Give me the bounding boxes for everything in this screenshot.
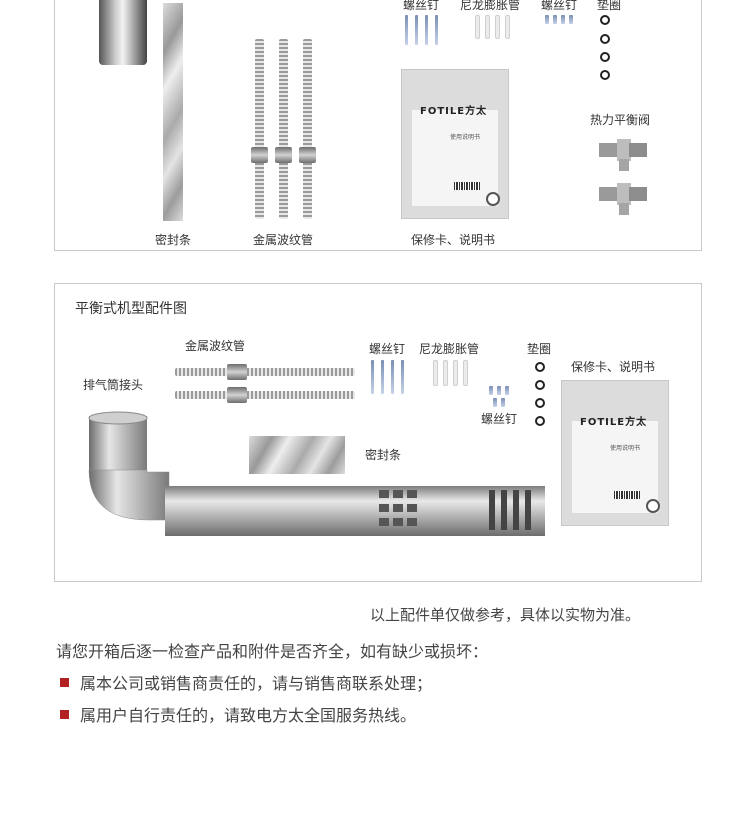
- barcode-icon: [614, 491, 640, 499]
- screw-image: [371, 360, 374, 394]
- small-screw-image: [553, 15, 557, 24]
- metal-hose-image: [175, 368, 355, 376]
- nylon-anchor-label: 尼龙膨胀管: [419, 342, 480, 356]
- small-screw-image: [545, 15, 549, 24]
- small-screw-image: [489, 386, 493, 395]
- screw-image: [401, 360, 404, 394]
- nylon-anchor-image: [495, 15, 500, 39]
- gasket-label: 垫圈: [527, 342, 552, 356]
- nylon-anchor-image: [443, 360, 448, 386]
- manual-title: 使用说明书: [610, 445, 641, 452]
- gasket-label: 垫圈: [597, 0, 622, 12]
- nylon-anchor-image: [505, 15, 510, 39]
- gasket-icon: [600, 15, 610, 25]
- warranty-manual-label: 保修卡、说明书: [411, 233, 496, 247]
- metal-hose-image: [279, 39, 288, 219]
- certification-seal-icon: [646, 499, 660, 513]
- metal-hose-label: 金属波纹管: [253, 233, 314, 247]
- screw-image: [381, 360, 384, 394]
- metal-hose-image: [175, 391, 355, 399]
- screw-image: [391, 360, 394, 394]
- seal-strip-image: [163, 3, 183, 221]
- screw-image: [415, 15, 418, 45]
- hose-nut-image: [251, 147, 268, 163]
- exhaust-joint-label: 排气筒接头: [83, 378, 144, 392]
- exhaust-joint-image: [88, 411, 545, 536]
- responsibility-note-1: 属本公司或销售商责任的，请与销售商联系处理；: [80, 674, 433, 693]
- manual-title: 使用说明书: [450, 134, 481, 141]
- nylon-anchor-image: [475, 15, 480, 39]
- screw-image: [435, 15, 438, 45]
- screw-image: [405, 15, 408, 45]
- small-screw-image: [561, 15, 565, 24]
- panel-title: 平衡式机型配件图: [75, 301, 187, 317]
- responsibility-note-2: 属用户自行责任的，请致电方太全国服务热线。: [80, 706, 417, 725]
- barcode-icon: [454, 182, 480, 190]
- small-screw-image: [569, 15, 573, 24]
- gasket-icon: [535, 362, 545, 372]
- certification-seal-icon: [486, 192, 500, 206]
- thermal-valve-image: [599, 139, 647, 171]
- hose-nut-image: [275, 147, 292, 163]
- small-screw-image: [493, 398, 497, 407]
- screw-label: 螺丝钉: [369, 342, 406, 356]
- gasket-icon: [535, 398, 545, 408]
- warranty-manual-image: FOTILE方太 使用说明书: [561, 380, 669, 526]
- screw-label: 螺丝钉: [403, 0, 440, 12]
- reference-note: 以上配件单仅做参考，具体以实物为准。: [370, 606, 641, 624]
- metal-hose-image: [303, 39, 312, 219]
- seal-strip-label: 密封条: [365, 448, 402, 462]
- check-instruction: 请您开箱后逐一检查产品和附件是否齐全，如有缺少或损坏：: [56, 642, 489, 661]
- gasket-icon: [600, 34, 610, 44]
- seal-strip-image: [249, 436, 345, 474]
- exhaust-pipe-image: [99, 0, 147, 65]
- hose-nut-image: [299, 147, 316, 163]
- small-screw-image: [497, 386, 501, 395]
- gasket-icon: [600, 70, 610, 80]
- nylon-anchor-label: 尼龙膨胀管: [460, 0, 521, 12]
- screw-label-2: 螺丝钉: [541, 0, 578, 12]
- seal-strip-label: 密封条: [155, 233, 192, 247]
- nylon-anchor-image: [463, 360, 468, 386]
- thermal-valve-label: 热力平衡阀: [590, 113, 651, 127]
- metal-hose-label: 金属波纹管: [185, 339, 246, 353]
- brand-logo: FOTILE方太: [580, 417, 648, 428]
- gasket-icon: [600, 52, 610, 62]
- bullet-marker: [60, 710, 69, 719]
- small-screw-image: [505, 386, 509, 395]
- bullet-marker: [60, 678, 69, 687]
- hose-nut-image: [227, 387, 247, 403]
- nylon-anchor-image: [433, 360, 438, 386]
- accessory-panel-standard: 密封条 金属波纹管 螺丝钉 尼龙膨胀管 螺丝钉 垫圈 FOTILE方太 使用说明…: [54, 0, 702, 251]
- accessory-panel-balanced: 平衡式机型配件图 金属波纹管 排气筒接头: [54, 283, 702, 582]
- gasket-icon: [535, 380, 545, 390]
- hose-nut-image: [227, 364, 247, 380]
- nylon-anchor-image: [485, 15, 490, 39]
- screw-label-2: 螺丝钉: [481, 412, 518, 426]
- screw-image: [425, 15, 428, 45]
- small-screw-image: [501, 398, 505, 407]
- metal-hose-image: [255, 39, 264, 219]
- thermal-valve-image: [599, 183, 647, 215]
- nylon-anchor-image: [453, 360, 458, 386]
- brand-logo: FOTILE方太: [420, 106, 488, 117]
- warranty-manual-label: 保修卡、说明书: [571, 360, 656, 374]
- warranty-manual-image: FOTILE方太 使用说明书: [401, 69, 509, 219]
- gasket-icon: [535, 416, 545, 426]
